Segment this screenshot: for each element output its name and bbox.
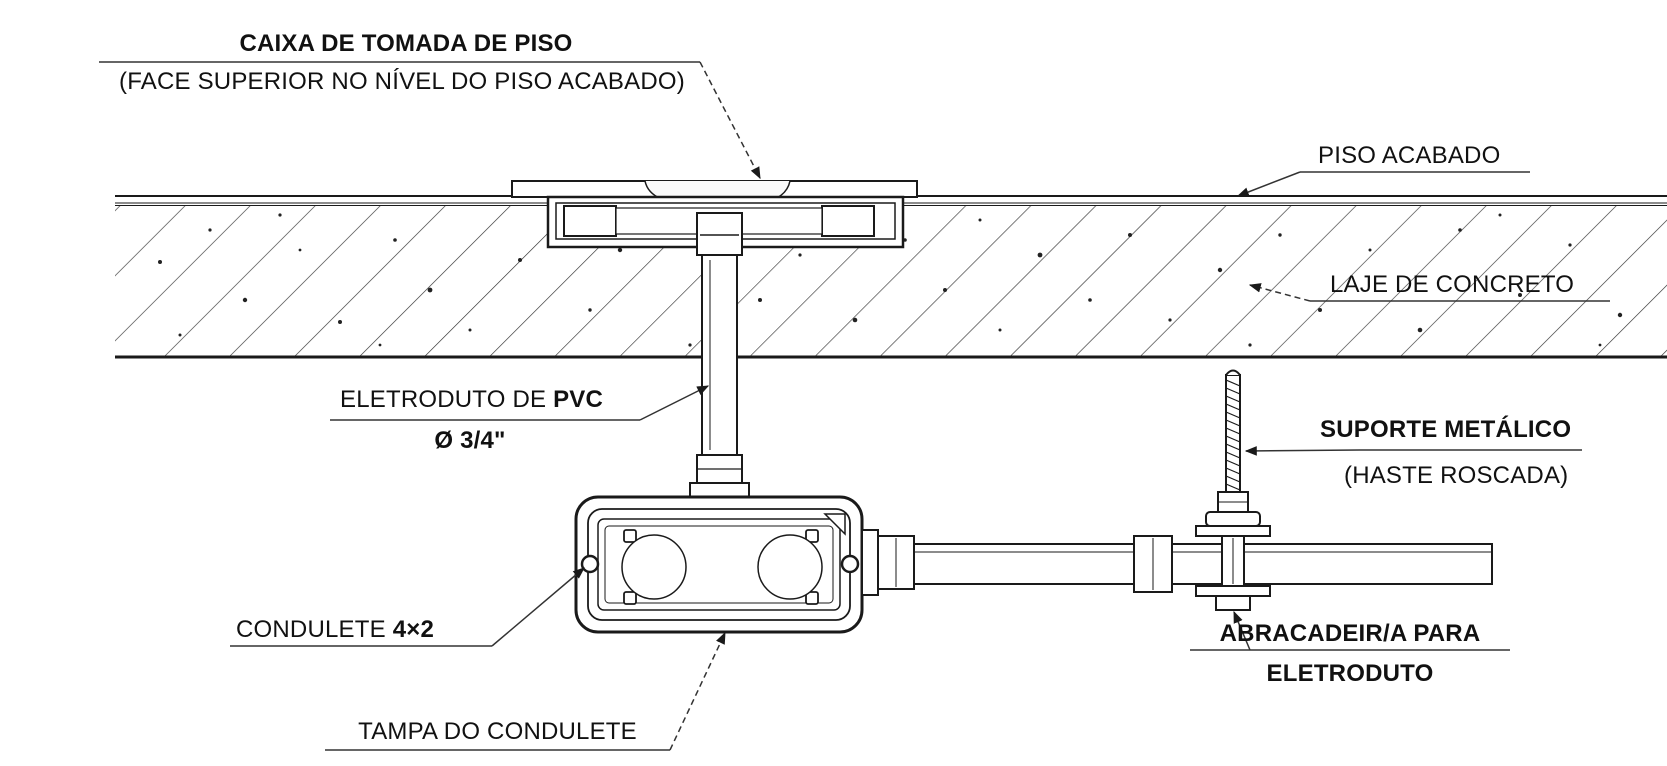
pvc-conduit-vertical [689, 212, 750, 498]
label-tampa-condulete: TAMPA DO CONDULETE [358, 718, 637, 745]
label-condulete-size: 4×2 [392, 616, 434, 643]
threaded-rod-support [1195, 369, 1271, 611]
label-caixa-subtitle: (FACE SUPERIOR NO NÍVEL DO PISO ACABADO) [119, 68, 685, 95]
label-eletroduto-material: PVC [553, 386, 604, 413]
label-abracadeira-line2: ELETRODUTO [1266, 660, 1434, 687]
condulete-box [574, 495, 864, 634]
label-condulete-text: CONDULETE [236, 616, 393, 643]
label-caixa-title: CAIXA DE TOMADA DE PISO [239, 30, 573, 57]
label-suporte-subtitle: (HASTE ROSCADA) [1344, 462, 1569, 489]
label-eletroduto-text: ELETRODUTO DE [340, 386, 554, 413]
label-laje-concreto: LAJE DE CONCRETO [1330, 271, 1575, 298]
label-condulete: CONDULETE 4×2 [236, 616, 434, 644]
leader-lines [99, 61, 1610, 751]
label-eletroduto-diameter: Ø 3/4" [434, 427, 506, 454]
label-abracadeira-line1: ABRACADEIR/A PARA [1219, 620, 1481, 647]
concrete-aggregate-dots [158, 213, 1623, 347]
label-suporte-title: SUPORTE METÁLICO [1320, 416, 1572, 443]
label-eletroduto: ELETRODUTO DE PVC [340, 386, 603, 414]
horizontal-conduit [861, 529, 1493, 596]
label-piso-acabado: PISO ACABADO [1318, 142, 1501, 169]
